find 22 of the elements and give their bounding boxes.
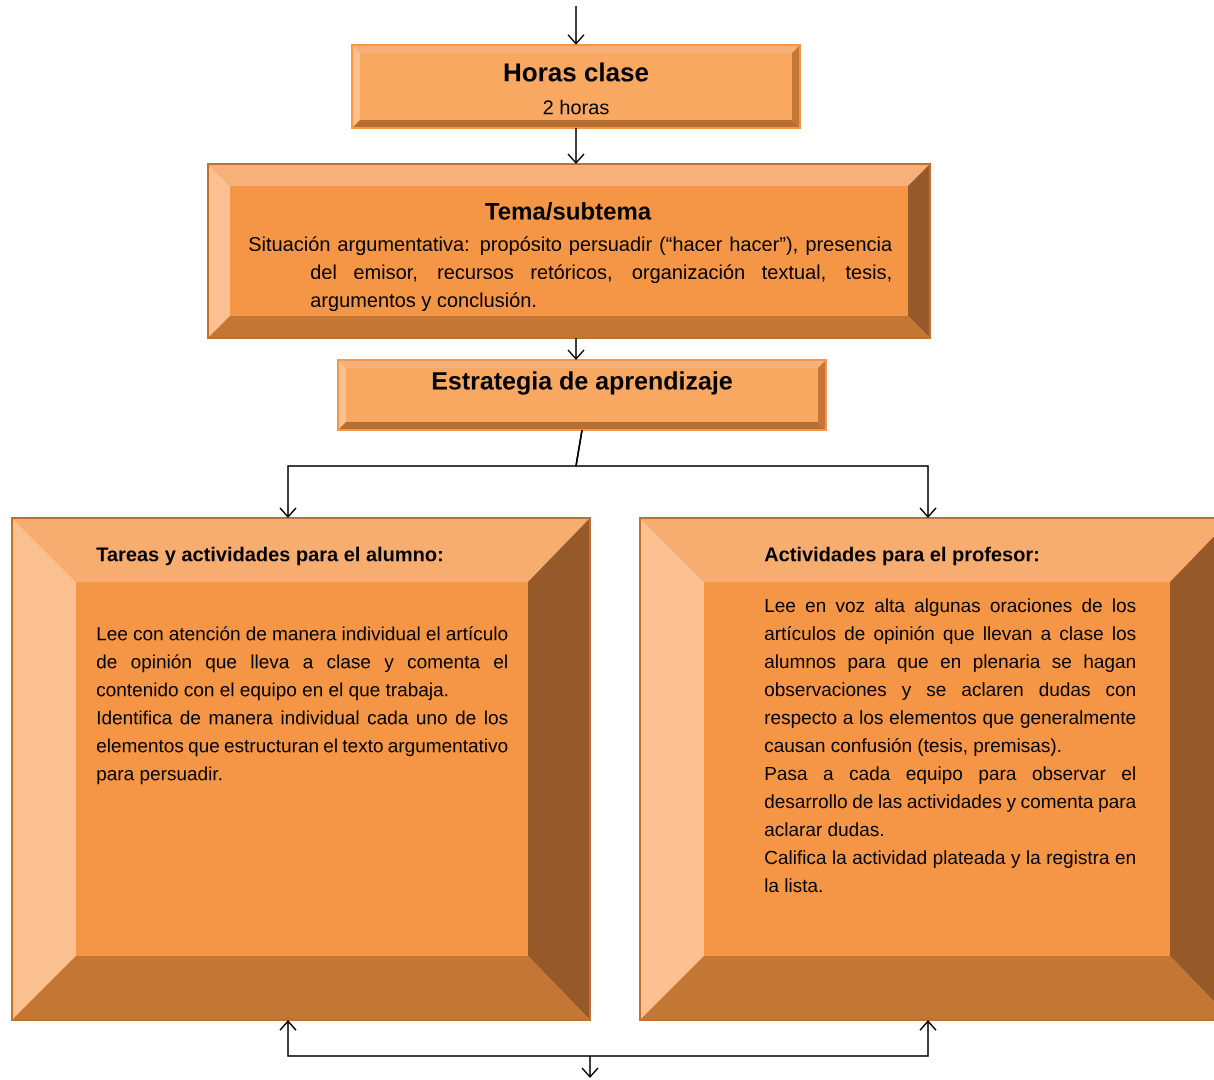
arrow (567, 337, 585, 360)
body-text: Situación argumentativa: propósito persuadir (“hacer hacer”), presencia del emisor, recursos retóricos, organización textual, tesis, argumentos y conclusión. (249, 236, 893, 312)
body-text: Lee en voz alta algunas oraciones de los artículos de opinión que llevan a clase los alumnos para que en plenaria se hagan observaciones y se aclaren dudas con respecto a los elementos que generalmente causan confusión (tesis, premisas). (765, 598, 1136, 756)
body-text: Lee con atención de manera individual el artículo de opinión que lleva a clase y comenta el contenido con el equipo en el que trabaja. (97, 626, 508, 701)
heading-text: Actividades para el profesor: (764, 546, 1038, 566)
bevel-box (207, 163, 931, 339)
bevel-box (351, 44, 801, 129)
bevel-box (11, 517, 591, 1021)
heading-text: Tareas y actividades para el alumno: (96, 546, 442, 566)
arrow (567, 5, 585, 45)
heading-text: Horas clase (504, 62, 649, 82)
body-text: Identifica de manera individual cada uno de los elementos que estructuran el texto argumentativo para persuadir. (97, 710, 508, 785)
body-text: Califica la actividad plateada y la registra en la lista. (765, 850, 1135, 893)
bevel-box (337, 359, 827, 431)
body-text: Pasa a cada equipo para observar el desarrollo de las actividades y comenta para aclarar dudas. (765, 766, 1137, 837)
heading-text: 2 horas (543, 99, 609, 115)
arrow (567, 127, 585, 164)
heading-text: Estrategia de aprendizaje (432, 371, 732, 395)
arrow (575, 429, 937, 518)
bracket-arrow (279, 1020, 937, 1078)
bevel-box (639, 517, 1214, 1021)
heading-text: Tema/subtema (485, 202, 652, 220)
